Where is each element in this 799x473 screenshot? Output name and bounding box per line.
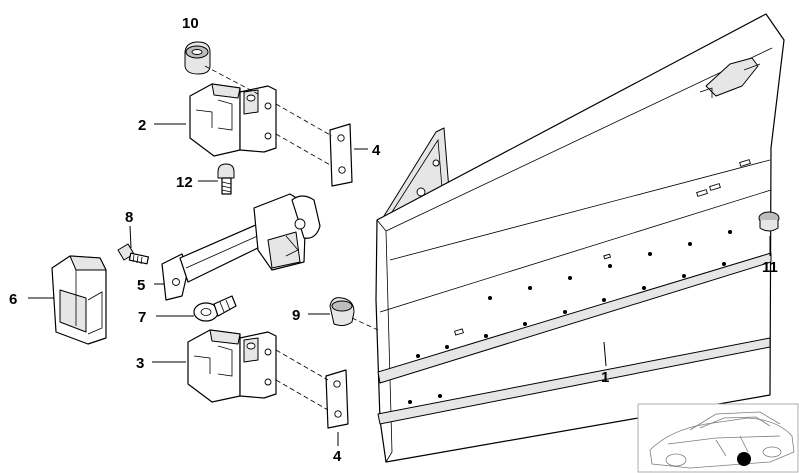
callout-8: 8 — [125, 209, 133, 226]
callout-3: 3 — [136, 355, 144, 372]
callout-11: 11 — [762, 259, 778, 276]
callout-12: 12 — [176, 174, 193, 191]
callout-labels: 1 2 3 4 4 5 6 7 8 9 10 11 12 — [9, 15, 778, 465]
door-shell — [375, 13, 785, 463]
door-check-strap — [161, 193, 321, 301]
callout-5: 5 — [137, 277, 145, 294]
hinge-plate-lower — [325, 369, 349, 429]
location-marker-icon — [737, 452, 751, 466]
leader-lines — [28, 123, 771, 446]
torx-bolt — [193, 295, 237, 322]
lower-hinge — [187, 329, 277, 403]
callout-6: 6 — [9, 291, 17, 308]
hinge-plate-upper — [329, 123, 353, 187]
upper-hinge — [189, 83, 277, 157]
car-locator-thumbnail — [637, 403, 799, 473]
callout-10: 10 — [182, 15, 199, 32]
rubber-buffer — [184, 41, 211, 75]
check-housing — [51, 255, 107, 345]
callout-4-upper: 4 — [372, 142, 381, 159]
rubber-grommet — [329, 297, 355, 327]
callout-9: 9 — [292, 307, 300, 324]
stud-bolt — [117, 243, 150, 265]
callout-2: 2 — [138, 117, 146, 134]
callout-4-lower: 4 — [333, 448, 342, 465]
callout-1: 1 — [601, 369, 609, 386]
sealing-plug — [758, 211, 780, 232]
hinge-bolt — [217, 163, 235, 195]
assembly-lines — [204, 65, 379, 411]
callout-7: 7 — [138, 309, 146, 326]
